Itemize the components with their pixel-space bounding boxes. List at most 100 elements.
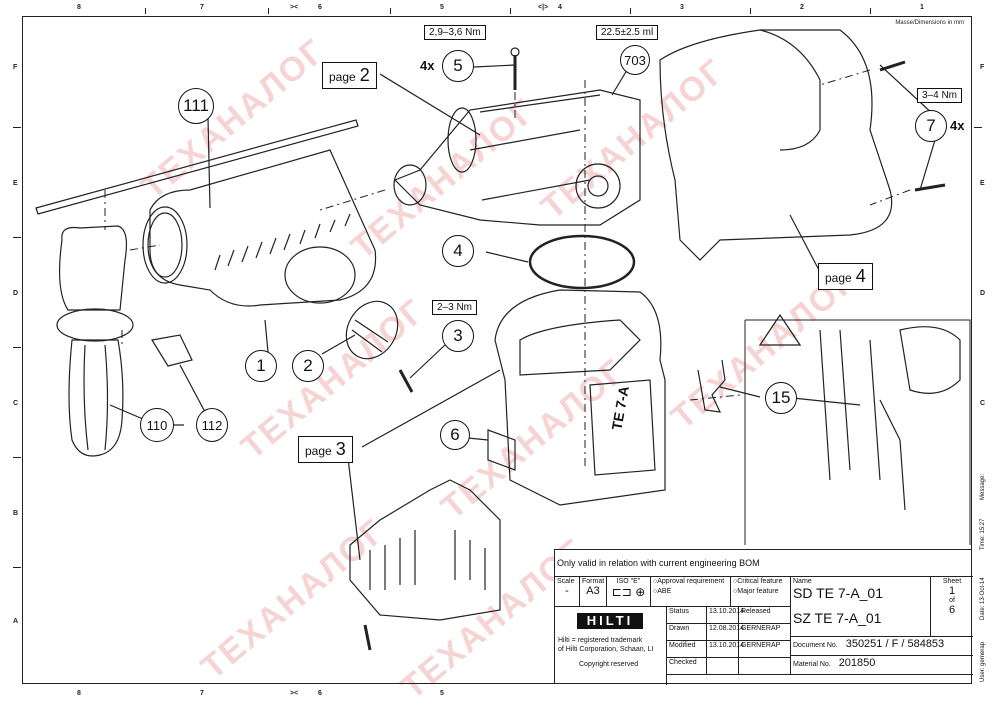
radio-icon: ○ xyxy=(733,578,738,585)
motor-housing-part xyxy=(494,289,666,506)
center-mark: >< xyxy=(290,690,299,697)
volume-spec-703: 22.5±2.5 ml xyxy=(596,25,659,40)
drawing-name-1: SD TE 7-A_01 xyxy=(793,585,884,601)
screw-part xyxy=(398,369,414,393)
page-ref-label: page xyxy=(305,444,332,458)
callout-112[interactable]: 112 xyxy=(196,408,228,442)
rod-part xyxy=(35,119,359,215)
warning-icon xyxy=(758,313,802,346)
zone-label-side: D xyxy=(13,290,19,297)
zone-label-side: A xyxy=(13,618,19,625)
screw-part xyxy=(914,183,946,192)
radio-icon: ○ xyxy=(653,588,658,595)
callout-7[interactable]: 7 xyxy=(915,110,947,142)
page-ref-num: 3 xyxy=(335,439,346,459)
sheet-cell: Sheet 1 of 6 xyxy=(931,577,973,637)
scale-cell: Scale - xyxy=(555,577,580,607)
page-ref-num: 2 xyxy=(359,65,370,85)
zone-label-side: E xyxy=(13,180,18,187)
torque-spec-7: 3–4 Nm xyxy=(917,88,963,103)
units-note: Masse/Dimensions in mm xyxy=(895,20,964,26)
callout-4[interactable]: 4 xyxy=(442,235,474,267)
zone-label-side: F xyxy=(13,64,18,71)
center-mark: >< xyxy=(290,4,299,11)
zone-label-side: C xyxy=(980,400,986,407)
zone-label-bottom: 6 xyxy=(318,690,322,697)
rear-handle-part xyxy=(659,29,893,261)
zone-label-top: 5 xyxy=(440,4,444,11)
document-number-cell: Document No. 350251 / F / 584853 xyxy=(791,637,973,656)
housing-collar xyxy=(142,206,188,284)
zone-label-top: 2 xyxy=(800,4,804,11)
front-housing-part xyxy=(149,149,377,307)
zone-label-bottom: 8 xyxy=(77,690,81,697)
projection-symbol-icon: ⊏⊐ ⊕ xyxy=(611,585,646,599)
zone-label-side: E xyxy=(980,180,985,187)
feature-cell: ○Critical feature ○Major feature xyxy=(731,577,791,607)
page-ref-label: page xyxy=(329,70,356,84)
page-ref-label: page xyxy=(825,271,852,285)
center-mark: <|> xyxy=(538,4,549,11)
cover-part xyxy=(345,300,399,360)
zone-label-bottom: 7 xyxy=(200,690,204,697)
material-number: 201850 xyxy=(838,657,876,669)
status-value: Released xyxy=(739,607,791,624)
housing-window xyxy=(284,246,356,304)
zone-label-side: D xyxy=(980,290,986,297)
torque-spec-5: 2,9–3,6 Nm xyxy=(424,25,486,40)
clip-part xyxy=(697,359,726,413)
callout-5[interactable]: 5 xyxy=(442,50,474,82)
plot-info-strip: User: gernerap Date: 13-Oct-14 Time: 15:… xyxy=(976,420,992,690)
gearbox-part xyxy=(393,89,641,226)
side-handle-grip xyxy=(68,339,124,457)
label-part xyxy=(487,429,516,471)
quantity-5: 4x xyxy=(420,58,435,73)
format-cell: Format A3 xyxy=(580,577,607,607)
callout-703[interactable]: 703 xyxy=(620,45,650,75)
bom-note: Only valid in relation with current engi… xyxy=(555,550,973,577)
zone-label-top: 1 xyxy=(920,4,924,11)
zone-label-bottom: 5 xyxy=(440,690,444,697)
material-number-cell: Material No. 201850 xyxy=(791,656,973,675)
plot-date: Date: 13-Oct-14 xyxy=(980,577,986,620)
shim-part xyxy=(151,334,193,367)
zone-label-top: 3 xyxy=(680,4,684,11)
callout-6[interactable]: 6 xyxy=(440,420,470,450)
side-handle-clamp xyxy=(58,225,128,311)
zone-label-side: B xyxy=(13,510,19,517)
quantity-7: 4x xyxy=(950,118,965,133)
zone-label-side: F xyxy=(980,64,985,71)
name-cell: Name SD TE 7-A_01 SZ TE 7-A_01 xyxy=(791,577,931,637)
document-number: 350251 / F / 584853 xyxy=(845,638,945,650)
radio-icon: ○ xyxy=(653,578,658,585)
callout-3[interactable]: 3 xyxy=(442,320,474,352)
drawing-frame xyxy=(22,16,972,684)
screw-part xyxy=(363,624,372,651)
o-ring-part xyxy=(528,234,636,290)
side-handle-collar xyxy=(56,308,134,342)
plot-message: Message: xyxy=(980,473,986,500)
zone-label-top: 7 xyxy=(200,4,204,11)
title-block: Only valid in relation with current engi… xyxy=(554,549,973,685)
bottom-cover-part xyxy=(349,479,501,621)
callout-110[interactable]: 110 xyxy=(140,408,174,442)
drawing-name-2: SZ TE 7-A_01 xyxy=(793,610,882,626)
torque-spec-3: 2–3 Nm xyxy=(432,300,478,315)
zone-label-side: C xyxy=(13,400,19,407)
zone-label-top: 4 xyxy=(558,4,562,11)
callout-2[interactable]: 2 xyxy=(292,350,324,382)
approval-cell: ○Approval requirement ○ABE xyxy=(651,577,731,607)
callout-1[interactable]: 1 xyxy=(245,350,277,382)
zone-label-top: 6 xyxy=(318,4,322,11)
plot-time: Time: 15:27 xyxy=(980,518,986,550)
page-ref-num: 4 xyxy=(855,266,866,286)
iso-cell: ISO "E" ⊏⊐ ⊕ xyxy=(607,577,651,607)
zone-label-top: 8 xyxy=(77,4,81,11)
callout-111[interactable]: 111 xyxy=(178,88,214,124)
callout-15[interactable]: 15 xyxy=(765,382,797,414)
radio-icon: ○ xyxy=(733,588,738,595)
